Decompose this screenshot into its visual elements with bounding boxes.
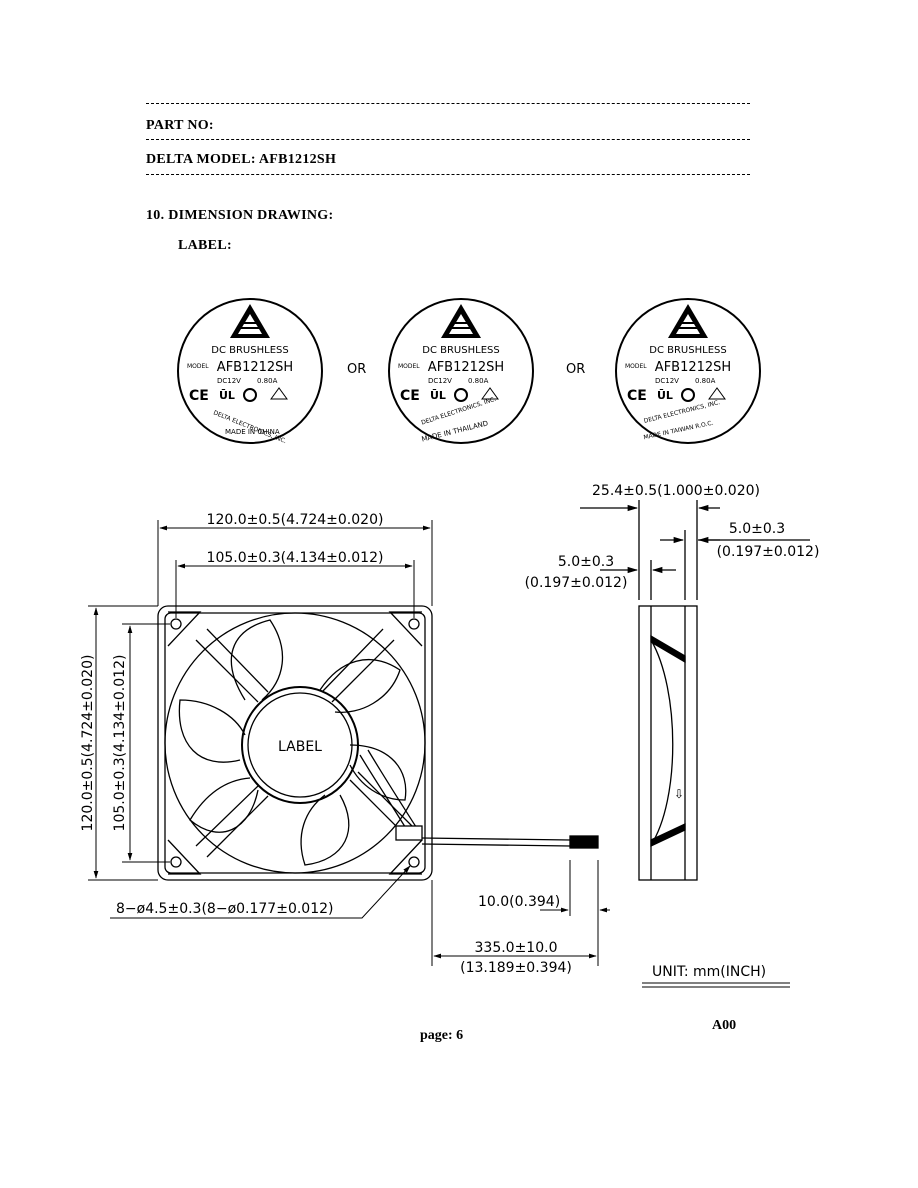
dim-holes: 8−ø4.5±0.3(8−ø0.177±0.012): [116, 901, 333, 917]
revision-code: A00: [712, 1018, 737, 1033]
label-rating-v: DC12V: [217, 377, 241, 385]
svg-text:CE: CE: [189, 388, 209, 404]
svg-text:ŪL: ŪL: [219, 389, 235, 402]
fan-label-1: DC BRUSHLESS MODEL AFB1212SH DC12V 0.80A…: [177, 298, 323, 445]
delta-model-label: DELTA MODEL:: [146, 152, 256, 167]
label-model-tag: MODEL: [398, 363, 420, 370]
svg-text:CE: CE: [400, 388, 420, 404]
dim-lead-length-inch: (13.189±0.394): [460, 960, 572, 976]
dim-thickness: 25.4±0.5(1.000±0.020): [592, 483, 760, 499]
fan-side-view: ⇩: [580, 500, 810, 881]
fan-label-2: DC BRUSHLESS MODEL AFB1212SH DC12V 0.80A…: [388, 298, 534, 444]
dim-strip-length: 10.0(0.394): [478, 894, 560, 910]
delta-logo-icon: [441, 304, 481, 338]
dim-hole-spacing-height: 105.0±0.3(4.134±0.012): [112, 655, 128, 832]
divider-top: [146, 103, 750, 104]
dim-flange-left-inch: (0.197±0.012): [525, 575, 628, 591]
delta-logo-icon: [230, 304, 270, 338]
dim-flange-right-inch: (0.197±0.012): [717, 544, 820, 560]
fan-label-3: DC BRUSHLESS MODEL AFB1212SH DC12V 0.80A…: [615, 298, 761, 444]
label-line1: DC BRUSHLESS: [649, 345, 726, 356]
dimension-drawing: LABEL 120.0±0.5(4.724±0.020) 105.0±0.3(4…: [80, 483, 820, 988]
label-origin: MADE IN CHINA: [225, 428, 280, 436]
unit-label: UNIT: mm(INCH): [652, 964, 766, 980]
label-line1: DC BRUSHLESS: [422, 345, 499, 356]
dim-overall-height: 120.0±0.5(4.724±0.020): [80, 655, 96, 832]
label-model: AFB1212SH: [217, 360, 293, 375]
svg-text:ŪL: ŪL: [657, 389, 673, 402]
svg-text:CE: CE: [627, 388, 647, 404]
dim-overall-width: 120.0±0.5(4.724±0.020): [207, 512, 384, 528]
label-model-tag: MODEL: [187, 363, 209, 370]
label-model: AFB1212SH: [428, 360, 504, 375]
certification-marks-icon: CE ŪL: [189, 387, 288, 404]
label-rating-v: DC12V: [655, 377, 679, 385]
label-line1: DC BRUSHLESS: [211, 345, 288, 356]
label-rating-a: 0.80A: [257, 377, 278, 385]
dim-flange-right: 5.0±0.3: [729, 521, 785, 537]
part-no-label: PART NO:: [146, 118, 214, 133]
dim-flange-left: 5.0±0.3: [558, 554, 614, 570]
hub-label: LABEL: [278, 739, 322, 755]
dim-lead-length: 335.0±10.0: [475, 940, 558, 956]
page-number: page: 6: [420, 1028, 464, 1043]
label-rating-v: DC12V: [428, 377, 452, 385]
delta-model-value: AFB1212SH: [258, 152, 337, 167]
or-text-1: OR: [347, 362, 367, 377]
divider-mid: [146, 139, 750, 140]
label-heading: LABEL:: [178, 238, 232, 253]
delta-logo-icon: [668, 304, 708, 338]
svg-text:⇩: ⇩: [674, 787, 684, 801]
divider-bottom: [146, 174, 750, 175]
or-text-2: OR: [566, 362, 586, 377]
label-model-tag: MODEL: [625, 363, 647, 370]
delta-model-line: DELTA MODEL: AFB1212SH: [146, 152, 336, 168]
section-title: 10. DIMENSION DRAWING:: [146, 208, 334, 223]
certification-marks-icon: CE ŪL: [400, 387, 499, 404]
dim-hole-spacing-width: 105.0±0.3(4.134±0.012): [207, 550, 384, 566]
certification-marks-icon: CE ŪL: [627, 387, 726, 404]
label-rating-a: 0.80A: [695, 377, 716, 385]
fan-front-view: [157, 605, 599, 881]
label-rating-a: 0.80A: [468, 377, 489, 385]
label-model: AFB1212SH: [655, 360, 731, 375]
svg-text:ŪL: ŪL: [430, 389, 446, 402]
